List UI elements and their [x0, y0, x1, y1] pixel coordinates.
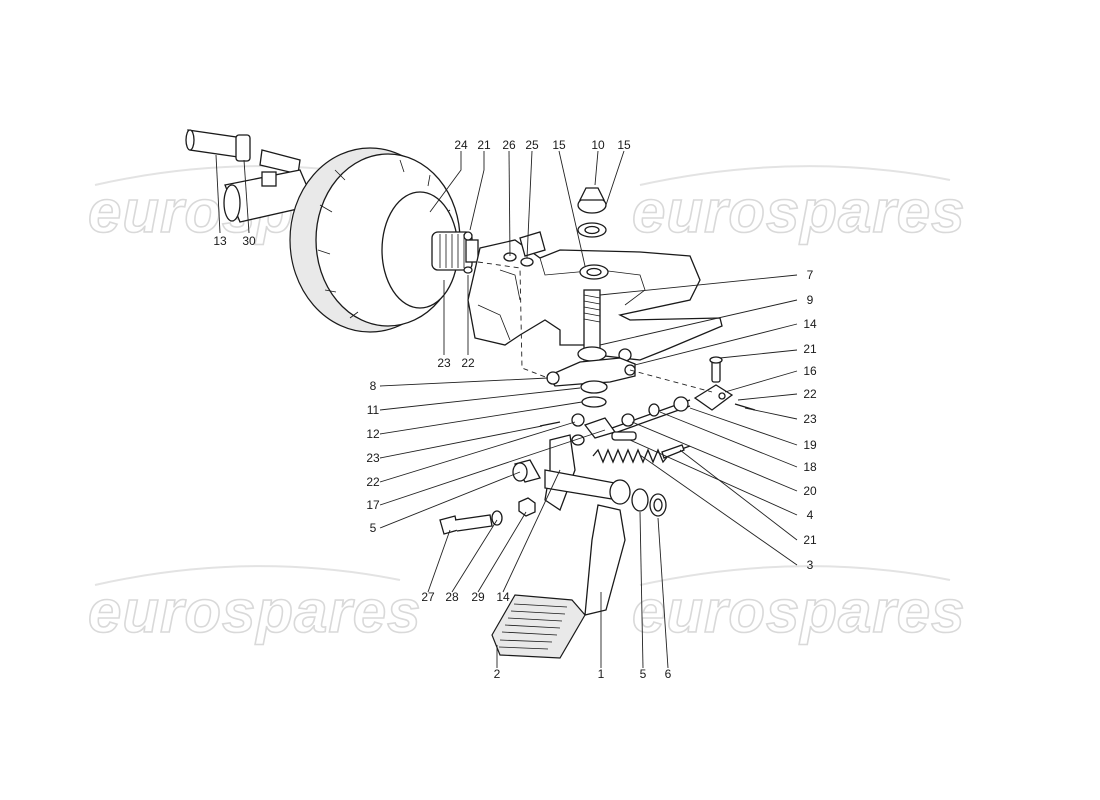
callout-14-lower: 14 — [496, 590, 510, 604]
watermark-bottom-left: eurospares — [88, 578, 422, 645]
callout-12: 12 — [366, 427, 380, 441]
callout-29: 29 — [471, 590, 485, 604]
callout-20: 20 — [803, 484, 817, 498]
callout-23-left: 23 — [366, 451, 380, 465]
callout-28: 28 — [445, 590, 459, 604]
callout-18: 18 — [803, 460, 817, 474]
pivot-bolt-drawing — [577, 187, 609, 362]
leader-lines — [215, 150, 798, 669]
clevis-drawing — [693, 356, 756, 411]
callout-25: 25 — [525, 138, 539, 152]
callout-labels: 24 21 26 25 15 10 15 13 30 7 9 14 23 22 … — [213, 138, 817, 681]
callout-5-right: 5 — [640, 667, 647, 681]
callout-15-right: 15 — [617, 138, 631, 152]
callout-23-top: 23 — [437, 356, 451, 370]
callout-1: 1 — [598, 667, 605, 681]
callout-4: 4 — [807, 508, 814, 522]
callout-22-right: 22 — [803, 387, 817, 401]
callout-26: 26 — [502, 138, 516, 152]
callout-9: 9 — [807, 293, 814, 307]
brake-pedal-drawing — [439, 434, 667, 659]
callout-22-top: 22 — [461, 356, 475, 370]
callout-23-right: 23 — [803, 412, 817, 426]
callout-6: 6 — [665, 667, 672, 681]
callout-21-top: 21 — [477, 138, 491, 152]
callout-17: 17 — [366, 498, 380, 512]
push-rod-drawing — [539, 396, 691, 446]
callout-2: 2 — [494, 667, 501, 681]
callout-19: 19 — [803, 438, 817, 452]
callout-8: 8 — [370, 379, 377, 393]
callout-21-lower: 21 — [803, 533, 817, 547]
callout-27: 27 — [421, 590, 435, 604]
callout-15-left: 15 — [552, 138, 566, 152]
callout-11: 11 — [367, 403, 380, 417]
callout-30: 30 — [242, 234, 256, 248]
watermark-bottom-right: eurospares — [632, 578, 966, 645]
dashed-connections — [477, 261, 713, 393]
callout-21-right: 21 — [803, 342, 817, 356]
return-spring-drawing — [592, 444, 691, 464]
watermark-top-right: eurospares — [632, 178, 966, 245]
callout-14-right: 14 — [803, 317, 817, 331]
callout-10: 10 — [591, 138, 605, 152]
brake-servo-drawing — [185, 129, 479, 333]
callout-7: 7 — [807, 268, 814, 282]
callout-24: 24 — [454, 138, 468, 152]
callout-22-left: 22 — [366, 475, 380, 489]
callout-13: 13 — [213, 234, 227, 248]
callout-16: 16 — [803, 364, 817, 378]
callout-5-left: 5 — [370, 521, 377, 535]
callout-3: 3 — [807, 558, 814, 572]
pivot-lever-drawing — [546, 357, 636, 408]
